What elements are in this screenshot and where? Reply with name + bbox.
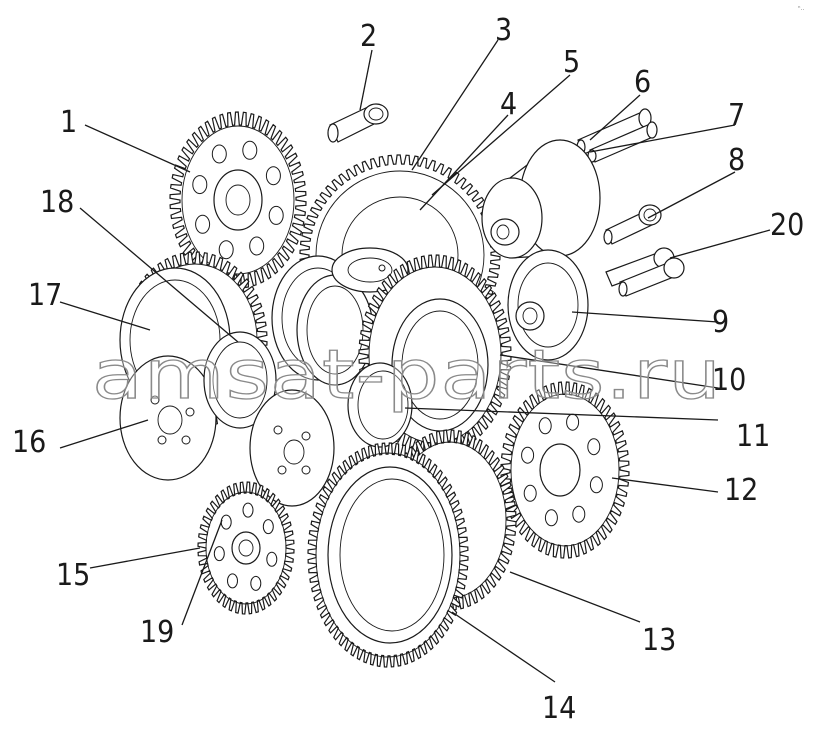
lightening-hole bbox=[265, 166, 281, 186]
label-part-5: 5 bbox=[563, 45, 580, 80]
lightening-hole bbox=[538, 417, 552, 435]
flange-part-9 bbox=[507, 249, 589, 361]
label-part-6: 6 bbox=[634, 65, 651, 100]
label-part-3: 3 bbox=[495, 13, 512, 48]
lightening-hole bbox=[220, 514, 232, 530]
bolt-part-8 bbox=[603, 204, 662, 245]
label-part-10: 10 bbox=[712, 363, 746, 398]
label-part-18: 18 bbox=[40, 185, 74, 220]
label-part-13: 13 bbox=[642, 623, 676, 658]
watermark-text: amsat-parts.ru bbox=[92, 336, 722, 415]
parts-layer bbox=[119, 103, 685, 668]
label-part-14: 14 bbox=[542, 691, 576, 726]
lightening-hole bbox=[218, 240, 234, 260]
bolt-part-20 bbox=[605, 247, 685, 297]
drum-housing bbox=[481, 139, 601, 259]
lightening-hole bbox=[523, 484, 537, 502]
lightening-hole bbox=[242, 502, 254, 518]
lightening-hole bbox=[589, 476, 603, 494]
gear-part-14 bbox=[307, 442, 469, 668]
label-part-4: 4 bbox=[500, 87, 517, 122]
label-part-15: 15 bbox=[56, 558, 90, 593]
gear-part-12 bbox=[500, 381, 630, 559]
lightening-hole bbox=[566, 413, 580, 431]
corner-mark: ⁿ‥ bbox=[798, 5, 804, 12]
lightening-hole bbox=[242, 140, 258, 160]
label-part-7: 7 bbox=[728, 98, 745, 133]
label-part-2: 2 bbox=[360, 19, 377, 54]
lightening-hole bbox=[587, 438, 601, 456]
part-labels: 1 2 3 4 5 6 7 8 9 10 11 12 13 14 15 16 1… bbox=[12, 13, 804, 726]
label-part-8: 8 bbox=[728, 143, 745, 178]
ring-part-11 bbox=[347, 362, 413, 448]
lightening-hole bbox=[250, 575, 262, 591]
label-part-19: 19 bbox=[140, 615, 174, 650]
bolt-part-2 bbox=[327, 103, 389, 143]
bushing-left bbox=[203, 331, 277, 429]
bearing-part-4 bbox=[271, 255, 374, 386]
lightening-hole bbox=[249, 236, 265, 256]
label-part-1: 1 bbox=[60, 105, 77, 140]
lightening-hole bbox=[227, 573, 238, 589]
label-part-11: 11 bbox=[736, 419, 770, 454]
lightening-hole bbox=[213, 546, 225, 562]
label-part-9: 9 bbox=[712, 305, 729, 340]
lightening-hole bbox=[262, 519, 274, 535]
lightening-hole bbox=[544, 509, 558, 527]
lightening-hole bbox=[521, 446, 535, 464]
hub-part-5 bbox=[331, 247, 409, 293]
label-part-20: 20 bbox=[770, 208, 804, 243]
label-part-17: 17 bbox=[28, 278, 62, 313]
lightening-hole bbox=[195, 214, 211, 234]
lightening-hole bbox=[192, 175, 208, 195]
lightening-hole bbox=[268, 205, 284, 225]
gear-part-15 bbox=[197, 481, 295, 615]
lightening-hole bbox=[211, 144, 227, 164]
bolt-part-7 bbox=[587, 121, 658, 163]
plate-part-16 bbox=[119, 355, 217, 481]
leader-lines bbox=[59, 39, 771, 683]
label-part-12: 12 bbox=[724, 473, 758, 508]
lightening-hole bbox=[266, 551, 278, 567]
label-part-16: 16 bbox=[12, 425, 46, 460]
plate-front-center bbox=[249, 389, 335, 507]
gear-part-1 bbox=[169, 111, 307, 289]
lightening-hole bbox=[572, 505, 586, 523]
